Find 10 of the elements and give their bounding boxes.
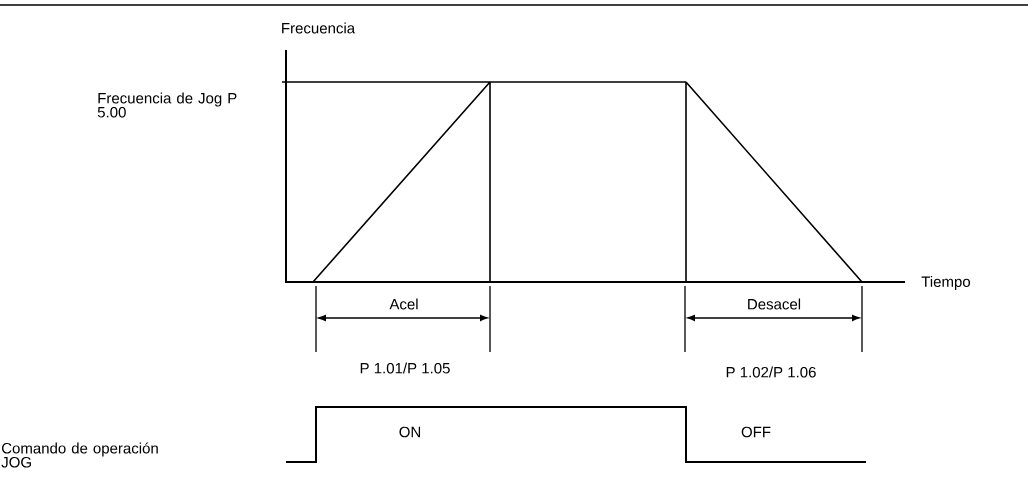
value-label: Frecuencia de Jog P 5.00: [97, 92, 237, 118]
signal-label: ON: [399, 426, 421, 438]
dimension-label: Acel: [388, 297, 420, 311]
dimension-label: Desacel: [745, 297, 803, 311]
axis-label: Frecuencia: [282, 22, 356, 34]
axis-label: Tiempo: [921, 276, 971, 290]
parameter-label: P 1.02/P 1.06: [726, 366, 816, 378]
parameter-label: P 1.01/P 1.05: [360, 362, 450, 374]
signal-label: OFF: [741, 426, 771, 438]
signal-name: Comando de operación JOG: [1, 442, 158, 468]
